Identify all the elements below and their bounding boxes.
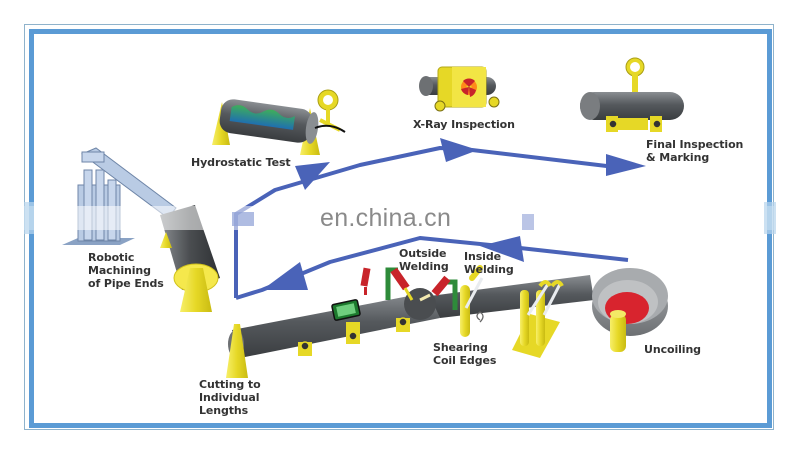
label-uncoiling: Uncoiling [644, 343, 701, 356]
label-inside-welding: Inside Welding [464, 250, 514, 276]
label-hydrostatic-test: Hydrostatic Test [191, 156, 291, 169]
label-outside-welding: Outside Welding [399, 247, 449, 273]
arrowhead-to-xray [440, 138, 478, 162]
robotic-arm-icon [62, 147, 177, 245]
shearing-rolls-icon [460, 265, 564, 358]
label-cutting-lengths: Cutting to Individual Lengths [199, 378, 261, 417]
machining-pipe-icon [160, 205, 220, 312]
hydrostatic-test-icon [212, 89, 346, 155]
final-inspection-icon [580, 57, 684, 132]
arrow-welding-to-cutting [235, 236, 629, 300]
arrowhead-to-hydrostatic [295, 162, 330, 190]
xray-inspection-icon [419, 66, 500, 112]
arrowheads [262, 138, 646, 290]
label-xray-inspection: X-Ray Inspection [413, 118, 515, 131]
label-shearing-coil-edges: Shearing Coil Edges [433, 341, 497, 367]
label-robotic-machining: Robotic Machining of Pipe Ends [88, 251, 164, 290]
arrowhead-to-cutting [262, 262, 308, 290]
arrowhead-inside-welding [480, 236, 524, 262]
welding-heads-icon [360, 267, 458, 310]
label-final-inspection: Final Inspection & Marking [646, 138, 744, 164]
uncoiler-icon [592, 268, 668, 352]
watermark-text: en.china.cn [320, 204, 452, 232]
arrowhead-to-final [606, 154, 646, 176]
